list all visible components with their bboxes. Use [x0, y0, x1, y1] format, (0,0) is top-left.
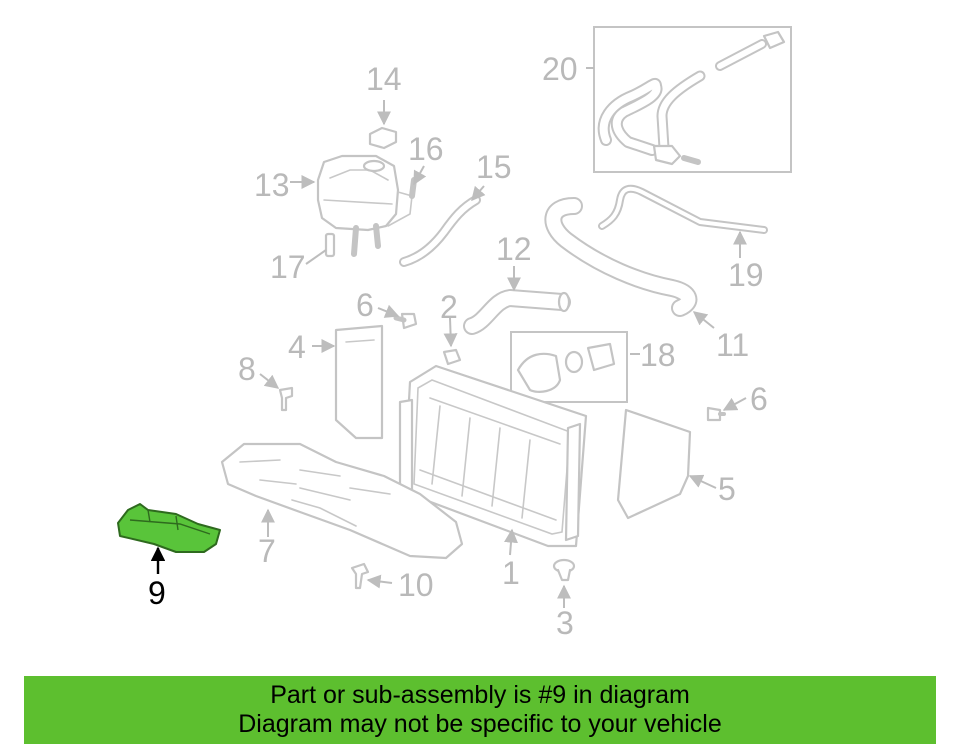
callout-14: 14 — [366, 61, 402, 97]
callout-13: 13 — [254, 167, 290, 203]
callout-4: 4 — [288, 329, 306, 365]
callout-12: 12 — [496, 231, 532, 267]
callout-5: 5 — [718, 471, 736, 507]
callout-arrows — [259, 67, 747, 608]
banner-line-2: Diagram may not be specific to your vehi… — [238, 710, 722, 738]
part-3-grommet — [552, 558, 576, 582]
callout-17: 17 — [270, 249, 306, 285]
callout-6-upper: 6 — [356, 287, 374, 323]
callout-18: 18 — [640, 337, 676, 373]
banner-line-1: Part or sub-assembly is #9 in diagram — [270, 681, 690, 709]
callout-9: 9 — [148, 575, 166, 611]
parts-diagram: 1 2 3 4 5 6 6 7 8 9 10 11 12 13 14 15 16… — [117, 26, 792, 641]
callout-3: 3 — [556, 605, 574, 641]
part-13-reservoir — [316, 154, 413, 257]
part-14-cap — [368, 126, 398, 150]
part-15-hose — [399, 195, 481, 267]
callout-16: 16 — [408, 131, 444, 167]
callout-19: 19 — [728, 257, 764, 293]
callout-11: 11 — [716, 327, 749, 363]
part-16-hose — [409, 177, 417, 199]
part-17-sensor — [324, 232, 336, 258]
part-11-lower-hose — [544, 197, 698, 317]
info-banner: Part or sub-assembly is #9 in diagram Di… — [24, 676, 936, 744]
part-20-hose-kit — [593, 26, 792, 173]
part-5-baffle-right — [616, 408, 692, 520]
part-19-pipe — [598, 184, 768, 234]
part-18-thermostat — [510, 331, 628, 403]
callout-2: 2 — [440, 289, 458, 325]
part-8-pin — [278, 386, 294, 412]
callout-8: 8 — [238, 351, 256, 387]
callout-10: 10 — [398, 567, 434, 603]
part-10-pushpin — [350, 562, 370, 590]
part-6-bolt-right — [706, 406, 726, 422]
callout-6-right: 6 — [750, 381, 768, 417]
part-9-splash-shield — [117, 503, 221, 553]
part-6-bolt-upper — [393, 312, 418, 330]
part-4-baffle-left — [334, 324, 384, 440]
part-2-plug — [442, 348, 462, 366]
callout-1: 1 — [502, 555, 520, 591]
callout-20: 20 — [542, 51, 578, 87]
callout-15: 15 — [476, 149, 512, 185]
callout-7: 7 — [258, 533, 276, 569]
part-1-radiator — [398, 364, 588, 548]
part-7-deflector — [220, 442, 464, 560]
part-12-upper-hose — [463, 289, 571, 335]
